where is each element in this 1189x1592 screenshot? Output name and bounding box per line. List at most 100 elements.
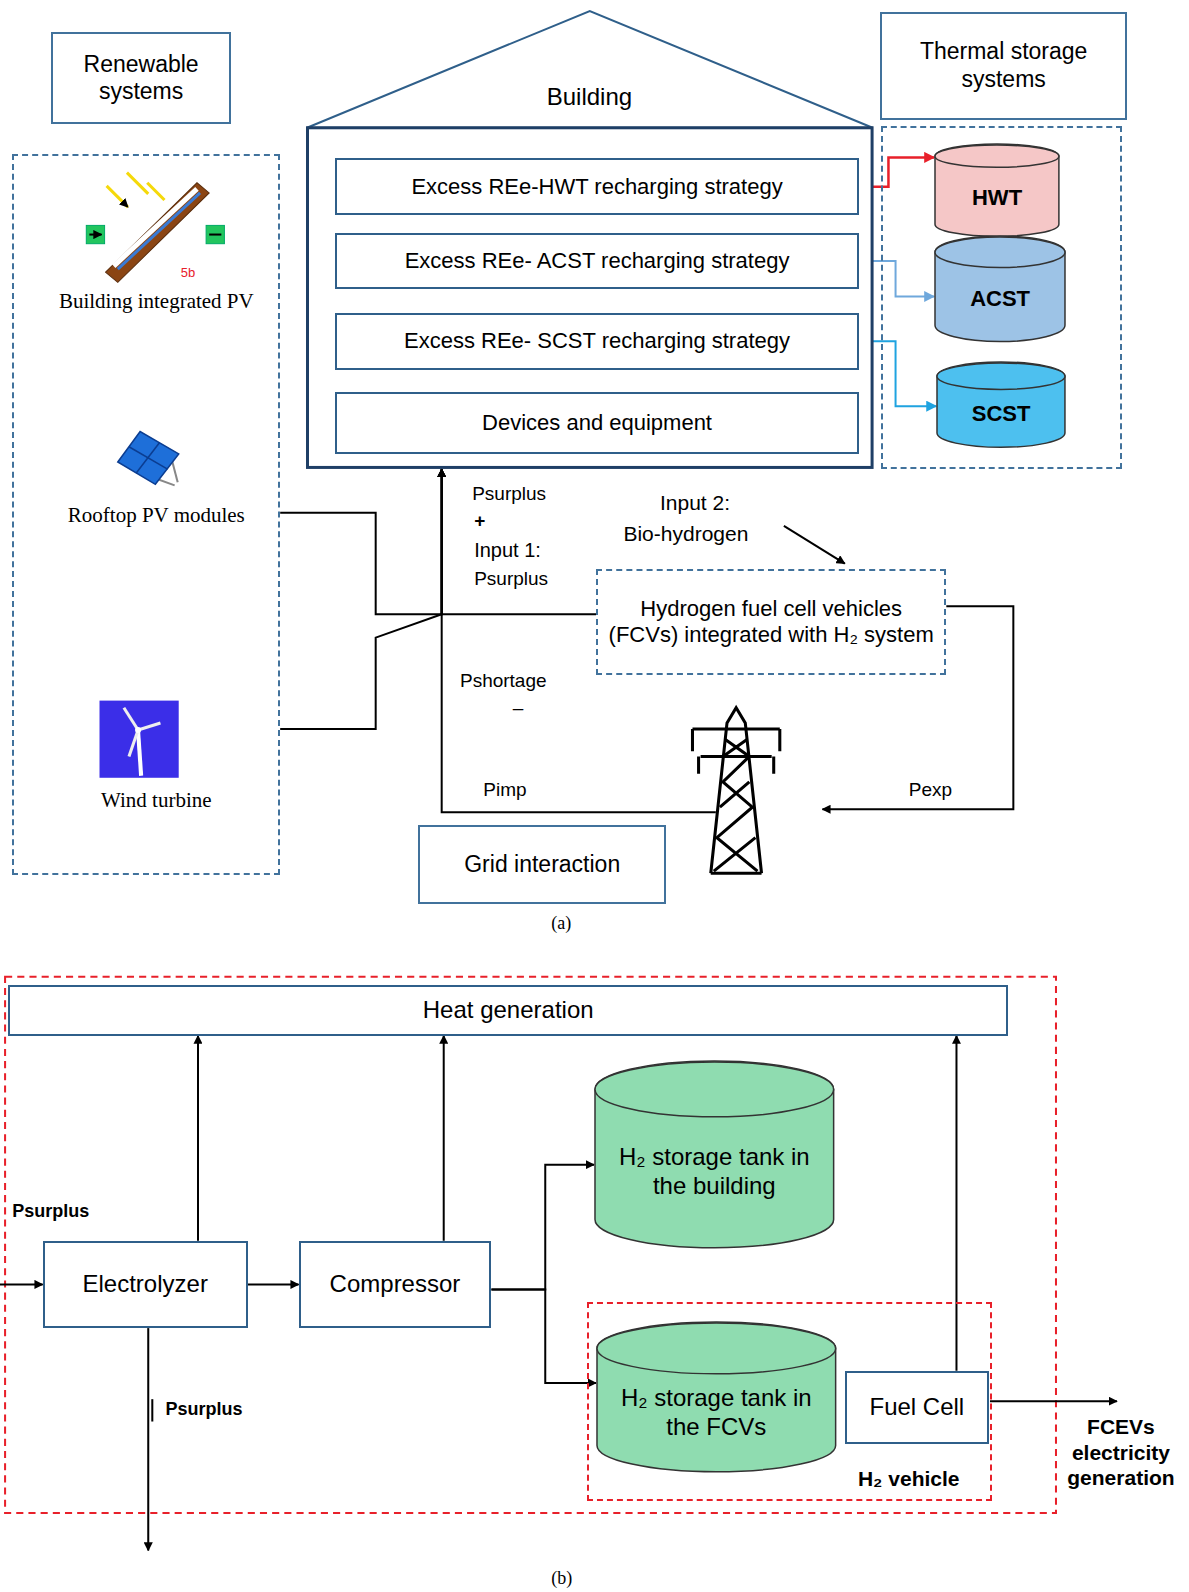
cylinder-body — [595, 1061, 834, 1248]
output-label: FCEVs electricity generation — [1056, 1414, 1186, 1490]
panel-label: (a) — [551, 913, 571, 935]
storage-tank: ACST — [934, 236, 1066, 343]
fuel-cell-box: Fuel Cell — [845, 1371, 989, 1444]
cylinder-top — [595, 1062, 834, 1117]
cylinder-top — [935, 237, 1065, 267]
heading-box: Thermal storage systems — [880, 12, 1127, 120]
drawing-stroke — [147, 183, 164, 200]
power-label: Psurplus — [166, 1399, 243, 1421]
drawing-stroke — [135, 727, 141, 733]
drawing-stroke — [209, 234, 221, 236]
cylinder-body — [597, 1322, 836, 1472]
grid-node: Grid interaction — [716, 701, 823, 874]
power-label: Psurplus — [472, 483, 546, 506]
node-text: ACST — [944, 285, 1056, 311]
node-text: Electrolyzer — [53, 1270, 238, 1299]
strategy-box: Excess REe- ACST recharging strategy — [335, 233, 859, 290]
region-outline: Renewable systemsBuilding integrated PVR… — [12, 154, 280, 875]
region-outline: Thermal storage systemsHWTACSTSCST — [881, 126, 1122, 469]
node-text: SCST — [946, 401, 1056, 427]
cylinder-body — [935, 236, 1065, 342]
drawing-stroke — [124, 708, 138, 730]
node-text: H₂ storage tank in the FCVs — [606, 1384, 827, 1442]
process-box: Electrolyzer — [43, 1241, 248, 1328]
leader-arrow — [784, 526, 845, 564]
drawing-stroke — [86, 225, 104, 243]
operator-sign: + — [474, 510, 485, 533]
drawing-stroke — [711, 872, 762, 875]
icon-node: Rooftop PV modules — [32, 428, 280, 530]
node-text: Rooftop PV modules — [32, 503, 280, 528]
drawing-stroke — [129, 730, 138, 756]
connector-arrow — [280, 469, 441, 614]
node-text: Compressor — [309, 1270, 482, 1299]
power-label: Psurplus — [474, 568, 548, 591]
fcv-box: Hydrogen fuel cell vehicles (FCVs) integ… — [596, 569, 946, 676]
input-label: Bio-hydrogen — [623, 521, 748, 546]
drawing-stroke — [114, 189, 197, 266]
power-label: Psurplus — [12, 1201, 89, 1223]
icon-mark: 5b — [181, 265, 195, 281]
drawing-stroke — [138, 723, 160, 730]
input-arrow — [0, 1283, 43, 1285]
node-text: Building integrated PV — [32, 289, 280, 314]
drawing-stroke — [118, 193, 200, 269]
storage-tank: SCST — [936, 362, 1066, 448]
node-text: Excess REe- SCST recharging strategy — [345, 328, 849, 354]
node-text: Hydrogen fuel cell vehicles (FCVs) integ… — [606, 596, 936, 649]
drawing-stroke — [118, 432, 179, 485]
heat-box: Heat generation — [8, 985, 1008, 1036]
heading-box: Grid interaction — [418, 825, 666, 903]
node-text: HWT — [944, 185, 1050, 211]
connector-arrow — [955, 1036, 957, 1371]
drawing-stroke — [711, 708, 762, 874]
cylinder-top — [935, 145, 1059, 167]
panel-label: (b) — [551, 1568, 572, 1590]
cylinder-top — [597, 1323, 836, 1374]
drawing-stroke — [138, 731, 141, 776]
node-text: Wind turbine — [32, 788, 280, 813]
node-text: Devices and equipment — [345, 410, 849, 436]
input-label: Input 2: — [660, 490, 730, 515]
node-text: Excess REe-HWT recharging strategy — [345, 174, 849, 200]
process-box: Compressor — [299, 1241, 492, 1328]
cylinder-body — [937, 362, 1065, 447]
strategy-box: Excess REe- SCST recharging strategy — [335, 313, 859, 370]
drawing-stroke — [136, 443, 159, 473]
rooftop-pv-icon — [118, 432, 179, 486]
connector-arrow — [491, 1165, 594, 1290]
connector-arrow — [248, 1283, 299, 1285]
icon-node: Building integrated PV — [32, 180, 280, 317]
drawing-stroke — [206, 225, 224, 243]
wind-turbine-icon — [100, 701, 179, 778]
tick-mark — [151, 1399, 153, 1421]
strategy-box: Excess REe-HWT recharging strategy — [335, 158, 859, 215]
drawing-stroke — [692, 729, 779, 774]
system-boundary — [5, 977, 1056, 1513]
hydrogen-tank: H₂ storage tank in the FCVs — [596, 1322, 837, 1473]
connector-arrow — [442, 469, 596, 614]
edge-label: Pimp — [481, 779, 528, 802]
drawing-stroke — [107, 186, 128, 207]
equipment-box: Devices and equipment — [335, 392, 859, 454]
operator-sign: – — [513, 697, 524, 720]
connector-arrow — [443, 1036, 445, 1241]
bipv-icon — [86, 173, 224, 283]
input-label: Input 1: — [474, 538, 541, 562]
output-arrow — [990, 1400, 1117, 1402]
node-text: Fuel Cell — [855, 1393, 979, 1422]
power-label: Pshortage — [460, 670, 547, 693]
node-text: Heat generation — [18, 996, 998, 1025]
node-text: Building — [306, 83, 874, 112]
cylinder-body — [935, 144, 1059, 236]
drawing-stroke — [89, 234, 101, 236]
edge-label: Pexp — [907, 779, 954, 802]
building-wall — [307, 128, 872, 468]
grid-pylon — [692, 708, 779, 874]
storage-tank: HWT — [934, 144, 1060, 237]
icon-node: Wind turbine — [32, 698, 280, 815]
building-house: BuildingExcess REe-HWT recharging strate… — [306, 10, 874, 469]
cylinder-top — [937, 363, 1065, 389]
drawing-stroke — [714, 739, 758, 871]
